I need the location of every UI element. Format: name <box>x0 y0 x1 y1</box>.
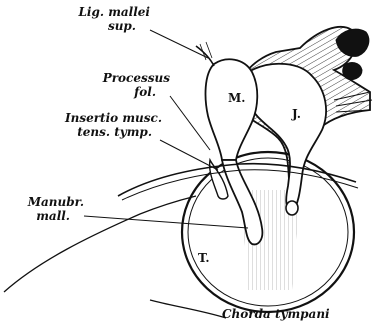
label-insertio: Insertio musc. tens. tymp. <box>60 112 162 138</box>
label-processus-fol-line2: fol. <box>90 86 170 98</box>
chorda-lower-course <box>150 300 226 318</box>
label-membrane: T. <box>198 252 210 264</box>
label-chorda-tympani: Chorda tympani <box>222 308 330 320</box>
leader-lig-mallei <box>150 30 208 58</box>
label-processus-fol-line1: Processus <box>90 72 170 84</box>
incus-process-tip <box>286 201 298 215</box>
label-processus-fol: Processus fol. <box>90 72 170 98</box>
incus <box>247 64 326 212</box>
leader-manubr <box>84 216 248 228</box>
label-manubr-line2: mall. <box>8 210 84 222</box>
label-lig-mallei-sup-line1: Lig. mallei <box>70 6 150 18</box>
leader-processus-fol <box>170 96 210 150</box>
label-manubr-line1: Manubr. <box>8 196 84 208</box>
label-lig-mallei-sup: Lig. mallei sup. <box>70 6 150 32</box>
bone-fragment-lower <box>343 63 362 80</box>
label-incus: J. <box>292 108 301 120</box>
leader-insertio <box>160 140 218 170</box>
malleus-head <box>206 59 258 160</box>
label-insertio-line2: tens. tymp. <box>60 126 162 138</box>
label-lig-mallei-sup-line2: sup. <box>70 20 150 32</box>
label-manubr: Manubr. mall. <box>8 196 84 222</box>
label-malleus: M. <box>228 92 245 104</box>
label-insertio-line1: Insertio musc. <box>60 112 162 124</box>
